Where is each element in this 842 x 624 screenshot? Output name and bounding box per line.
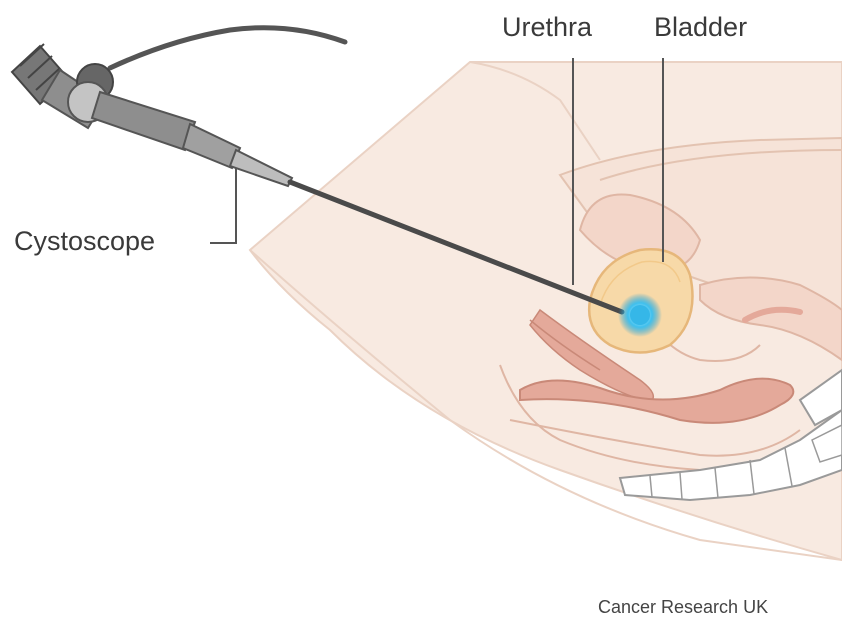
cystoscope-cable [110,28,345,68]
credit-text: Cancer Research UK [598,597,768,618]
bladder-label: Bladder [654,12,747,43]
urethra-label: Urethra [502,12,592,43]
cystoscope-label: Cystoscope [14,226,155,257]
cystoscope-leader [210,168,236,243]
scope-light-tip [618,293,662,337]
